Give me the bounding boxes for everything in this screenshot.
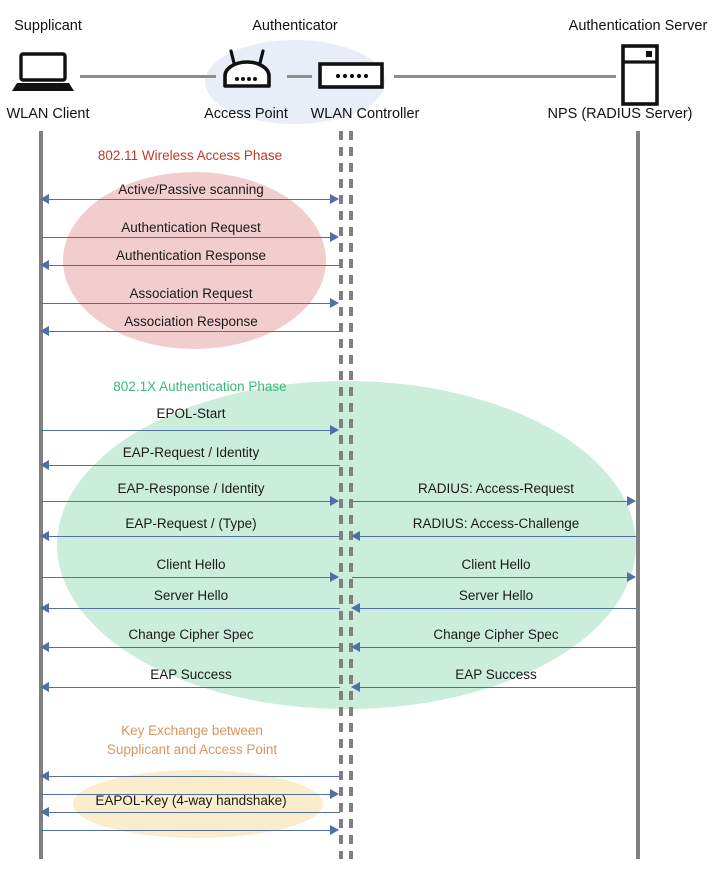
message-line [49,536,340,537]
wire-client-to-ap [80,75,216,78]
message-line [49,265,340,266]
phase-key-exchange-blob [73,770,323,838]
message-line [352,577,628,578]
phase-label-key-exchange-line1: Key Exchange between [121,723,263,738]
arrow-head-left [40,807,49,817]
lifeline-authenticator-right [349,131,353,859]
message-label: Client Hello [156,557,226,572]
message-line [360,608,636,609]
message-line [41,794,332,795]
message-line [360,647,636,648]
arrow-head-right [627,496,636,506]
phase-802-11-blob [63,172,326,349]
message-line [41,830,332,831]
role-title-supplicant: Supplicant [14,18,82,34]
message-line [41,577,332,578]
arrow-head-left [351,682,360,692]
server-tower-icon [620,44,660,106]
message-label: EPOL-Start [156,406,226,421]
message-line [352,501,628,502]
message-line [49,199,332,200]
arrow-head-right [330,232,339,242]
lifeline-authentication-server [636,131,640,859]
wire-controller-to-server [394,75,616,78]
arrow-head-right [627,572,636,582]
wire-ap-to-controller [287,75,312,78]
message-label: EAP-Request / Identity [122,445,260,460]
arrow-head-right [330,298,339,308]
message-line [49,812,340,813]
message-line [41,237,332,238]
node-label-access-point: Access Point [204,106,288,122]
message-label: Server Hello [458,588,534,603]
message-label: Change Cipher Spec [433,627,559,642]
message-line [49,647,340,648]
arrow-head-left [40,460,49,470]
message-label: Association Response [124,314,258,329]
message-label: EAP Success [150,667,232,682]
lifeline-authenticator-left [339,131,343,859]
phase-label-802-1x: 802.1X Authentication Phase [113,379,287,394]
message-line [41,430,332,431]
message-line [360,536,636,537]
message-label: Client Hello [461,557,531,572]
arrow-head-left [40,771,49,781]
message-label: Association Request [129,286,253,301]
arrow-head-left [40,682,49,692]
lifeline-supplicant [39,131,43,859]
arrow-head-left [40,642,49,652]
arrow-head-left [40,603,49,613]
arrow-head-left [351,531,360,541]
message-label: EAP-Request / (Type) [125,516,257,531]
arrow-head-left [40,260,49,270]
arrow-head-right [330,789,339,799]
phase-label-key-exchange-line2: Supplicant and Access Point [106,742,278,757]
message-label: EAP Success [455,667,537,682]
wireless-router-icon [218,48,276,94]
message-label: RADIUS: Access-Challenge [412,516,580,531]
message-label: EAP-Response / Identity [117,481,265,496]
arrow-head-right [330,425,339,435]
message-label: RADIUS: Access-Request [417,481,575,496]
arrow-head-left [351,642,360,652]
node-label-nps-radius-server: NPS (RADIUS Server) [547,106,693,122]
arrow-head-right [330,496,339,506]
message-line [360,687,636,688]
arrow-head-right [330,572,339,582]
arrow-head-left [351,603,360,613]
arrow-head-right [330,194,339,204]
arrow-head-left [40,326,49,336]
message-line [49,776,340,777]
node-label-wlan-client: WLAN Client [6,106,90,122]
message-label: EAPOL-Key (4-way handshake) [95,793,287,808]
message-label: Authentication Response [115,248,267,263]
message-label: Authentication Request [121,220,261,235]
message-line [49,331,340,332]
network-switch-icon [318,62,384,89]
message-line [41,303,332,304]
message-line [49,465,340,466]
message-line [49,608,340,609]
message-label: Server Hello [153,588,229,603]
phase-label-802-11: 802.11 Wireless Access Phase [97,148,283,163]
message-line [41,501,332,502]
node-label-wlan-controller: WLAN Controller [310,106,420,122]
arrow-head-left [40,531,49,541]
phase-802-1x-blob [57,381,636,709]
arrow-head-right [330,825,339,835]
message-line [49,687,340,688]
message-label: Active/Passive scanning [118,182,264,197]
role-title-authentication-server: Authentication Server [568,18,708,34]
message-label: Change Cipher Spec [128,627,254,642]
laptop-icon [12,52,74,94]
arrow-head-left [40,194,49,204]
role-title-authenticator: Authenticator [252,18,338,34]
